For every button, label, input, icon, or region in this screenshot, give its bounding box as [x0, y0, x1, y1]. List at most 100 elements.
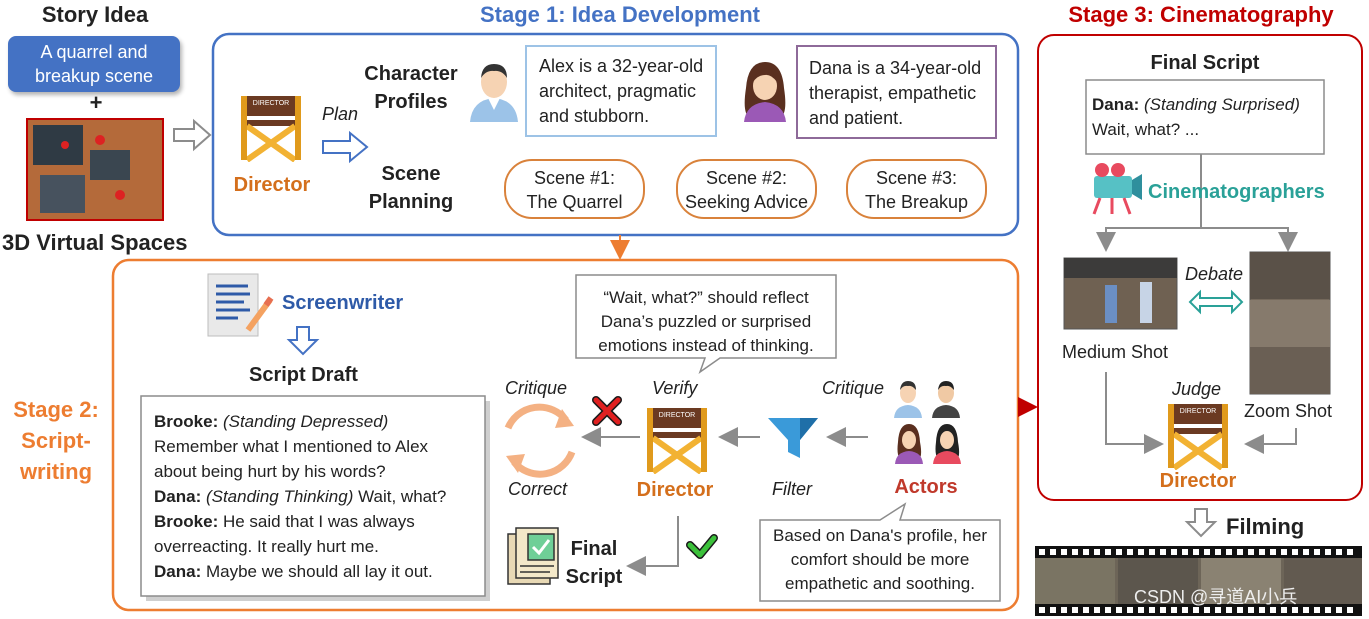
debate-label: Debate — [1185, 264, 1244, 284]
scene-planning-line1: Scene — [381, 163, 441, 185]
dana-line3: and patient. — [809, 108, 904, 128]
sprocket-hole — [1039, 549, 1045, 555]
scene-planning-label: Scene Planning — [356, 160, 466, 216]
filter-label: Filter — [772, 479, 812, 499]
stage2-box — [111, 258, 1020, 612]
sprocket-hole — [1347, 607, 1353, 613]
sprocket-hole — [1336, 607, 1342, 613]
story-idea-title: Story Idea — [41, 2, 149, 27]
sprocket-hole — [1127, 549, 1133, 555]
script-speaker: Brooke: — [154, 512, 219, 531]
stage2-title: Stage 2: Script- writing — [2, 394, 110, 487]
char-profiles-line1: Character — [364, 63, 458, 85]
bubble-line3: emotions instead of thinking. — [598, 336, 814, 355]
alex-profile-text: Alex is a 32-year-old architect, pragmat… — [539, 54, 714, 129]
stage3-box — [1037, 34, 1363, 501]
virtual-spaces-title: 3D Virtual Spaces — [2, 230, 188, 255]
film-sprockets — [1039, 549, 1353, 613]
plan-label: Plan — [322, 104, 359, 124]
debate-double-arrow — [1188, 289, 1244, 315]
story-idea-line1: A quarrel and — [40, 42, 148, 62]
scene-1-number: Scene #1: — [533, 168, 616, 188]
medium-to-judge-arrow — [1105, 372, 1164, 454]
sprocket-hole — [1182, 607, 1188, 613]
script-line: about being hurt by his words? — [154, 459, 484, 484]
scene-2-number: Scene #2: — [705, 168, 788, 188]
script-text: He said that I was always — [218, 512, 415, 531]
script-speaker: Brooke: — [154, 412, 219, 431]
scene-planning-line2: Planning — [368, 191, 454, 213]
scene-2-title: Seeking Advice — [684, 192, 809, 212]
final-script-line2: Script — [565, 566, 623, 588]
sprocket-hole — [1105, 549, 1111, 555]
sprocket-hole — [1347, 549, 1353, 555]
sprocket-hole — [1215, 549, 1221, 555]
filming-down-arrow — [1184, 508, 1218, 538]
camera-icon — [1092, 163, 1142, 215]
note-line1: Based on Dana's profile, her — [773, 526, 987, 545]
judge-label: Judge — [1172, 379, 1222, 399]
sprocket-hole — [1116, 549, 1122, 555]
sprocket-hole — [1094, 549, 1100, 555]
actors-avatars — [892, 378, 964, 464]
sprocket-hole — [1061, 607, 1067, 613]
final-script-line: Wait, what? ... — [1092, 120, 1200, 139]
chair-text-3: DIRECTOR — [1179, 408, 1217, 415]
sprocket-hole — [1072, 607, 1078, 613]
script-speaker: Dana: — [154, 562, 202, 581]
sprocket-hole — [1127, 607, 1133, 613]
story-idea-box: A quarrel and breakup scene — [8, 36, 180, 92]
critique-left-label: Critique — [505, 378, 568, 398]
sprocket-hole — [1083, 549, 1089, 555]
correct-loop-icon — [504, 403, 576, 478]
sprocket-hole — [1292, 549, 1298, 555]
actors-label: Actors — [894, 476, 958, 498]
script-draft-card — [140, 395, 486, 597]
scene-3-number: Scene #3: — [875, 168, 958, 188]
zoom-to-judge-arrow — [1244, 428, 1297, 454]
sprocket-hole — [1050, 607, 1056, 613]
dana-profile-text: Dana is a 34-year-old therapist, empathe… — [809, 56, 994, 131]
sprocket-hole — [1325, 549, 1331, 555]
screenwriter-label: Screenwriter — [282, 292, 404, 314]
sprocket-hole — [1105, 607, 1111, 613]
stage2-director-chair-icon: DIRECTOR — [645, 404, 709, 474]
final-script-speaker: Dana: — [1092, 95, 1140, 114]
stage3-director-chair-icon: DIRECTOR — [1166, 400, 1230, 470]
character-profiles-label: Character Profiles — [356, 60, 466, 116]
sprocket-hole — [1204, 607, 1210, 613]
plus-sign: + — [89, 90, 103, 115]
stage2-title-line2: Script- — [21, 428, 91, 453]
split-left-arrow — [1096, 227, 1201, 252]
script-line: Brooke: He said that I was always — [154, 509, 484, 534]
sprocket-hole — [1094, 607, 1100, 613]
sprocket-hole — [1314, 607, 1320, 613]
sprocket-hole — [1215, 607, 1221, 613]
note-line3: empathetic and soothing. — [785, 574, 975, 593]
reject-x-icon — [592, 396, 622, 426]
final-script-card — [1085, 79, 1325, 155]
sprocket-hole — [1160, 549, 1166, 555]
sprocket-hole — [1171, 549, 1177, 555]
script-draft-text: Brooke: (Standing Depressed)Remember wha… — [154, 409, 484, 584]
input-arrow — [173, 118, 212, 152]
sprocket-hole — [1138, 607, 1144, 613]
sprocket-hole — [1226, 549, 1232, 555]
sprocket-hole — [1303, 549, 1309, 555]
chair-text-2: DIRECTOR — [658, 412, 696, 419]
correct-label: Correct — [508, 479, 568, 499]
note-line2: comfort should be more — [790, 550, 970, 569]
stage3-title: Stage 3: Cinematography — [1068, 2, 1334, 27]
char-profiles-line2: Profiles — [374, 91, 448, 113]
script-direction: (Standing Thinking) — [201, 487, 354, 506]
sprocket-hole — [1083, 607, 1089, 613]
medium-shot-label: Medium Shot — [1062, 342, 1169, 362]
approve-check-icon — [686, 534, 718, 559]
script-text: Maybe we should all lay it out. — [201, 562, 433, 581]
scene-1-title: The Quarrel — [526, 192, 623, 212]
director-chair-icon: DIRECTOR — [239, 92, 303, 162]
sprocket-hole — [1149, 549, 1155, 555]
sprocket-hole — [1281, 549, 1287, 555]
sprocket-hole — [1160, 607, 1166, 613]
script-line: Remember what I mentioned to Alex — [154, 434, 484, 459]
